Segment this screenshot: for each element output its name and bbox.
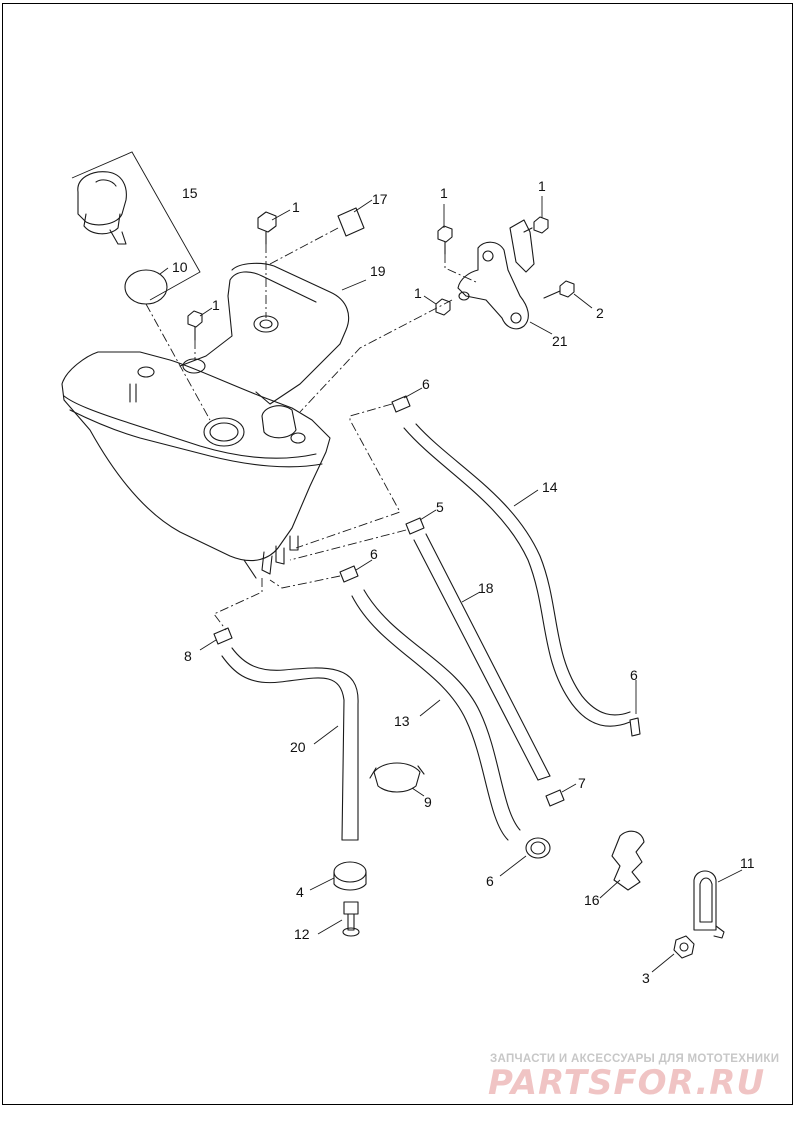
callout-10: 10 — [172, 259, 188, 275]
callout-1: 1 — [292, 199, 300, 215]
callout-20: 20 — [290, 739, 306, 755]
callout-1: 1 — [212, 297, 220, 313]
fitting-7 — [545, 789, 565, 807]
callout-3: 3 — [642, 970, 650, 986]
clamp-4 — [333, 861, 367, 891]
callout-11: 11 — [740, 855, 755, 871]
callout-14: 14 — [542, 479, 558, 495]
drawing-frame — [2, 3, 793, 1105]
screw-bracket-left — [435, 298, 451, 316]
screw-bracket-right — [523, 216, 549, 234]
fitting-6d — [629, 717, 641, 737]
callout-5: 5 — [436, 499, 444, 515]
bolt-2 — [543, 280, 575, 299]
oil-filler-cap — [77, 171, 127, 245]
callout-1: 1 — [538, 178, 546, 194]
fitting-6a — [391, 395, 411, 413]
callout-8: 8 — [184, 648, 192, 664]
hose-clip-9 — [369, 762, 425, 793]
nut-3 — [673, 935, 695, 959]
bracket-11 — [693, 870, 725, 939]
pad — [337, 207, 365, 237]
mounting-bracket — [457, 219, 535, 330]
callout-1: 1 — [440, 185, 448, 201]
callout-19: 19 — [370, 263, 386, 279]
callout-12: 12 — [294, 926, 310, 942]
fastener-12 — [342, 901, 360, 937]
hose-20 — [221, 647, 359, 841]
watermark-logo: PARTSFOR.RU — [488, 1063, 765, 1103]
callout-18: 18 — [478, 580, 494, 596]
callout-4: 4 — [296, 884, 304, 900]
callout-1: 1 — [414, 285, 422, 301]
callout-21: 21 — [552, 333, 568, 349]
oil-tank — [61, 262, 350, 579]
fitting-8 — [213, 627, 233, 645]
hose-14 — [403, 423, 631, 727]
callout-13: 13 — [394, 713, 410, 729]
hose-13 — [351, 589, 521, 841]
fitting-5 — [405, 517, 425, 535]
callout-6: 6 — [630, 667, 638, 683]
clip-16 — [611, 830, 645, 891]
watermark-tagline: ЗАПЧАСТИ И АКСЕССУАРЫ ДЛЯ МОТОТЕХНИКИ — [490, 1053, 779, 1065]
clamp-6c — [525, 837, 551, 859]
callout-6: 6 — [422, 376, 430, 392]
screw-top — [257, 211, 277, 245]
callout-2: 2 — [596, 305, 604, 321]
screw-bracket-upper — [437, 225, 453, 255]
fitting-6b — [339, 565, 359, 583]
callout-6: 6 — [370, 546, 378, 562]
callout-6: 6 — [486, 873, 494, 889]
callout-7: 7 — [578, 775, 586, 791]
callout-17: 17 — [372, 191, 388, 207]
callout-15: 15 — [182, 185, 198, 201]
screw-left — [187, 310, 203, 341]
callout-9: 9 — [424, 794, 432, 810]
o-ring — [124, 269, 168, 305]
hose-18 — [413, 533, 551, 781]
callout-16: 16 — [584, 892, 600, 908]
